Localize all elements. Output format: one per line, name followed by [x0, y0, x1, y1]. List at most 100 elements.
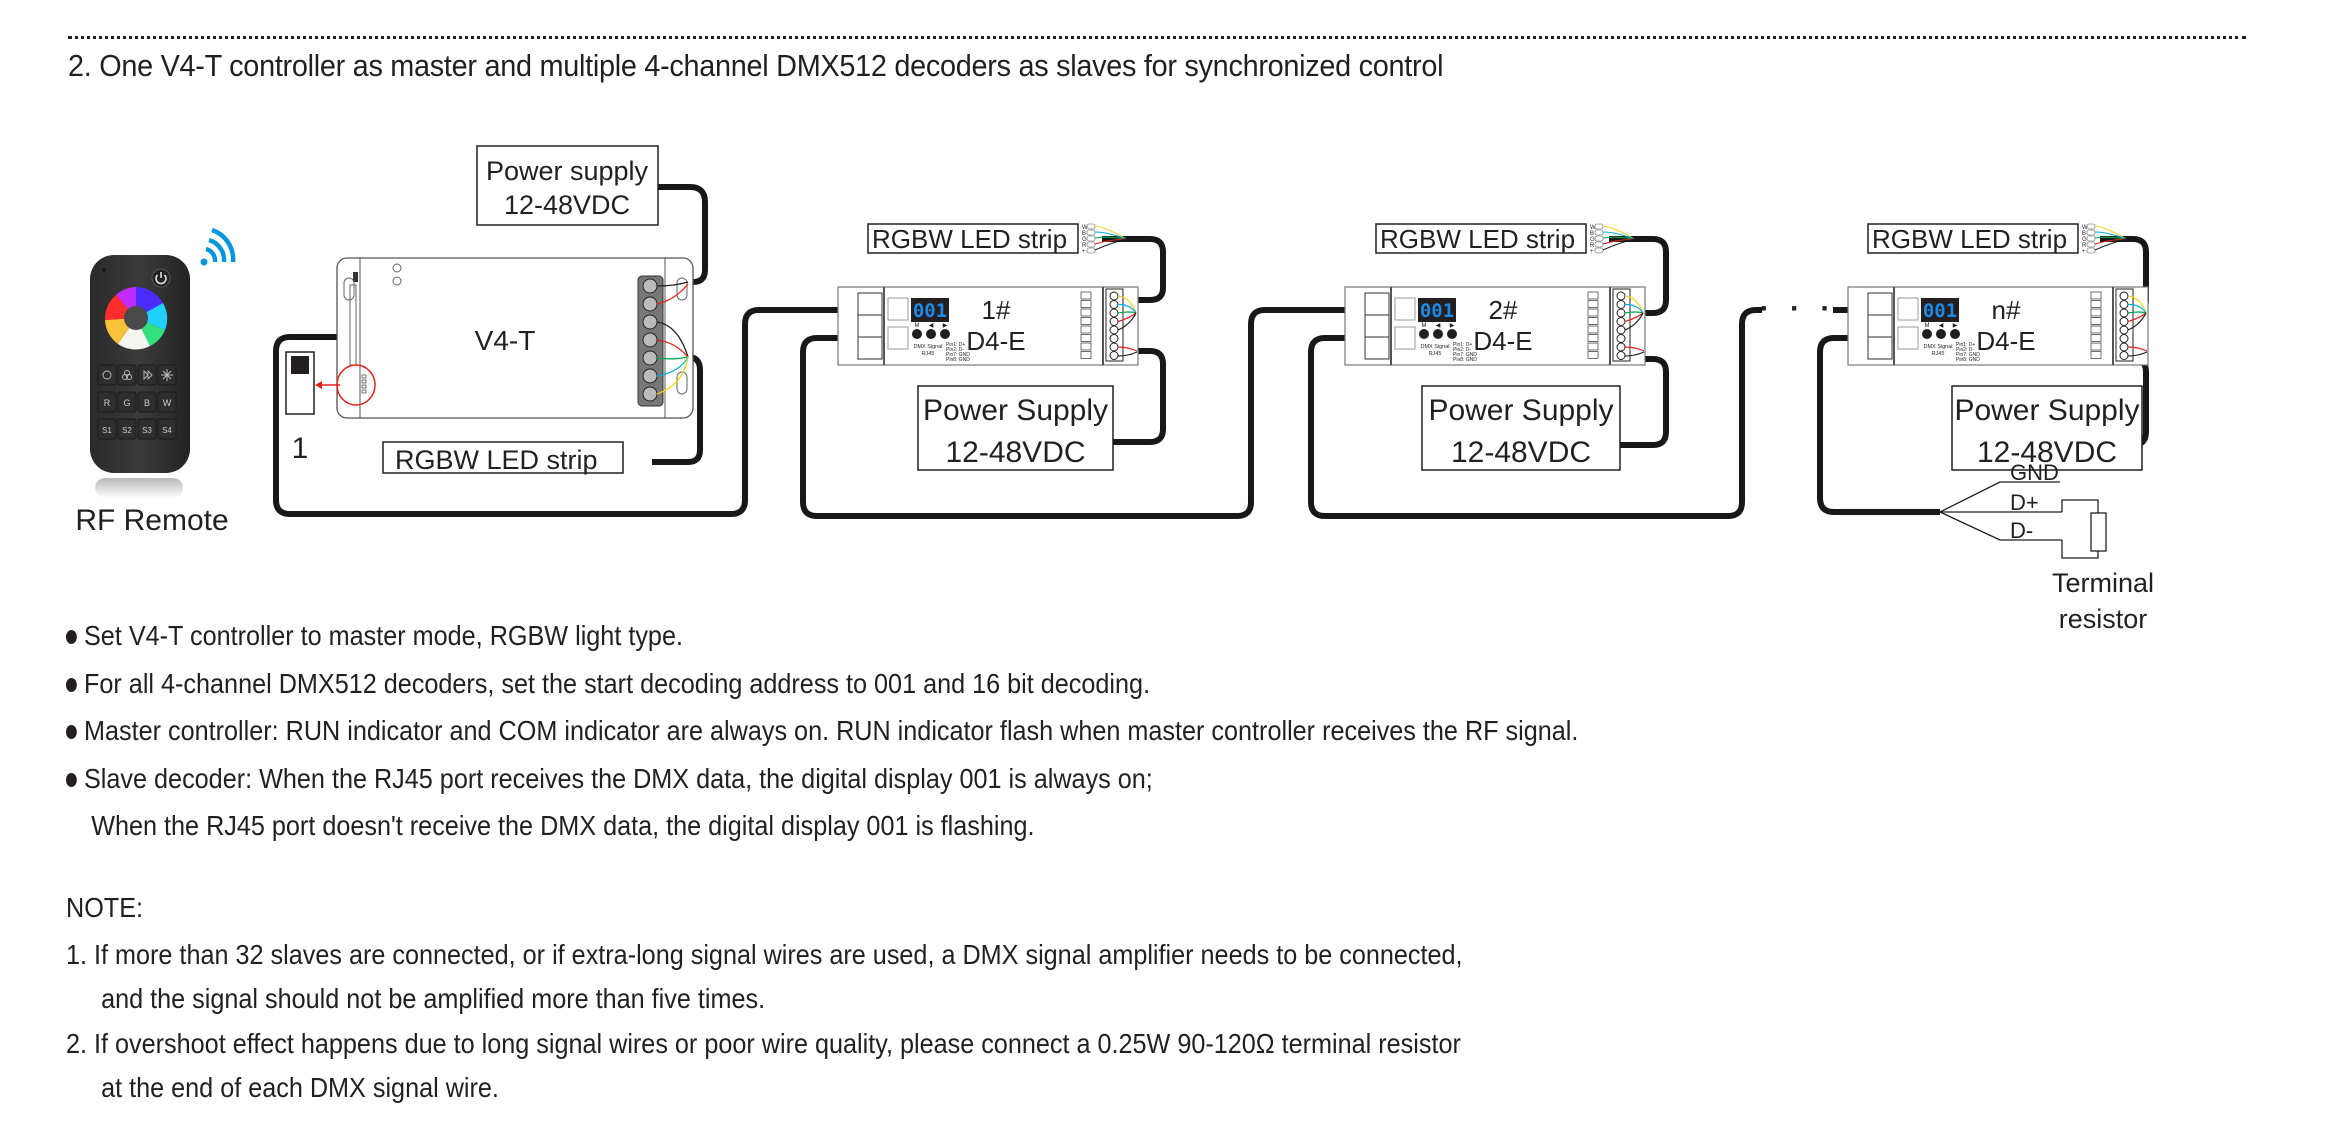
- decoder-button-label: M: [915, 323, 920, 329]
- decoder-power-supply-line1: Power Supply: [1428, 394, 1613, 427]
- rf-remote: R G B W S1 S2 S3 S4 RF Remote: [75, 227, 236, 537]
- decoder-button: [1950, 329, 1960, 339]
- strip-pin-label: G: [2082, 237, 2087, 243]
- master-led-strip: RGBW LED strip: [382, 441, 624, 475]
- v4t-color-wires: [656, 281, 689, 395]
- dmx-signal-label: DMX Signal: [913, 344, 942, 350]
- display-value: 001: [1923, 300, 1957, 322]
- pin-label: Pin8: GND: [1956, 357, 1980, 363]
- remote-led-icon: [102, 268, 106, 272]
- play-speed-icon: [143, 369, 153, 381]
- master-led-strip-label: RGBW LED strip: [395, 445, 598, 475]
- remote-button-g: G: [123, 398, 130, 408]
- bullet-item: Master controller: RUN indicator and COM…: [66, 707, 1578, 755]
- strip-pin-label: G: [1590, 237, 1595, 243]
- strip-pin-label: W: [1590, 225, 1596, 231]
- terminal-resistor-label-line1: Terminal: [2052, 568, 2154, 598]
- display-value: 001: [1420, 300, 1454, 322]
- pin-label: Pin2: D-: [946, 347, 964, 353]
- bullet-icon: [66, 725, 77, 739]
- bullet-continuation: When the RJ45 port doesn't receive the D…: [91, 810, 1035, 841]
- remote-button-s4: S4: [162, 426, 172, 435]
- decoder-button-label: ▶: [943, 323, 948, 329]
- decoder-power-supply-line1: Power Supply: [1954, 394, 2139, 427]
- decoder-button: [912, 329, 922, 339]
- decoder-power-supply-line1: Power Supply: [923, 394, 1108, 427]
- remote-button-r: R: [104, 398, 111, 408]
- terminal-resistor-label-line2: resistor: [2059, 604, 2148, 634]
- remote-button-s2: S2: [122, 426, 132, 435]
- bullet-item: For all 4-channel DMX512 decoders, set t…: [66, 660, 1578, 708]
- strip-pin-label: R: [2082, 243, 2087, 249]
- circle-icon: [102, 370, 112, 380]
- decoder-button-label: M: [1422, 323, 1427, 329]
- v4t-controller: V4-T: [315, 257, 694, 419]
- resistor-icon: [2090, 512, 2107, 552]
- decoder-power-supply-line2: 12-48VDC: [945, 436, 1085, 469]
- decoder-button-label: ◀: [929, 323, 934, 329]
- remote-button-b: B: [144, 398, 150, 408]
- v4t-label: V4-T: [475, 325, 536, 356]
- pin-label: Pin7: GND: [1956, 352, 1980, 358]
- dip-switch-label: 1: [292, 432, 309, 465]
- decoder-id: n#: [1992, 295, 2021, 325]
- decoder-button-label: ◀: [1436, 323, 1441, 329]
- v4t-terminal-block: [637, 275, 664, 407]
- strip-pin-label: B: [1590, 231, 1594, 237]
- decoder-button: [1936, 329, 1946, 339]
- rj45-label: RJ45: [1932, 351, 1945, 357]
- pin-label: Pin1: D+: [1956, 342, 1975, 348]
- cable-d1-power: [1113, 348, 1166, 445]
- cable-dmx-dn-terminal: [1817, 335, 1940, 515]
- decoder-model: D4-E: [966, 326, 1025, 356]
- strip-pin-label: B: [2082, 231, 2086, 237]
- pin-label: Pin8: GND: [1453, 357, 1477, 363]
- note-section: NOTE: 1. If more than 32 slaves are conn…: [66, 886, 1463, 1111]
- remote-button-s1: S1: [102, 426, 112, 435]
- brightness-icon: [161, 369, 173, 381]
- decoder-button: [926, 329, 936, 339]
- decoder-button: [1419, 329, 1429, 339]
- note-item-1-line2: and the signal should not be amplified m…: [101, 983, 766, 1014]
- remote-buttons: R G B W S1 S2 S3 S4: [97, 364, 177, 440]
- decoder-led-strip-label: RGBW LED strip: [1872, 224, 2067, 254]
- pin-label: Pin2: D-: [1956, 347, 1974, 353]
- pin-label: Pin7: GND: [946, 352, 970, 358]
- rj45-port-out: [1394, 326, 1416, 350]
- power-icon: [151, 268, 171, 288]
- decoder-led-strip-label: RGBW LED strip: [872, 224, 1067, 254]
- strip-pin-label: B: [1082, 231, 1086, 237]
- digital-display: [1921, 298, 1959, 322]
- dip-switch: 1: [285, 351, 315, 465]
- terminal-resistor-assembly: [1939, 481, 2107, 559]
- bullet-icon: [66, 677, 77, 692]
- decoder-button-label: ▶: [1450, 323, 1455, 329]
- terminal-gnd-label: GND: [2010, 460, 2059, 485]
- decoder-model: D4-E: [1976, 326, 2035, 356]
- rj45-label: RJ45: [1429, 351, 1442, 357]
- pin-label: Pin7: GND: [1453, 352, 1477, 358]
- strip-pin-label: R: [1082, 243, 1087, 249]
- bullet-icon: [66, 772, 77, 787]
- remote-button-w: W: [163, 398, 172, 408]
- master-power-supply-box: Power supply 12-48VDC: [476, 145, 659, 226]
- strip-pin-label: G: [1082, 237, 1087, 243]
- terminal-dplus-label: D+: [2010, 490, 2039, 515]
- terminal-dminus-label: D-: [2010, 518, 2033, 543]
- decoder-model: D4-E: [1473, 326, 1532, 356]
- decoder-button-label: ▶: [1953, 323, 1958, 329]
- remote-reflection: [95, 478, 183, 498]
- master-power-supply-line1: Power supply: [486, 156, 649, 186]
- decoder-led-strip-label: RGBW LED strip: [1380, 224, 1575, 254]
- remote-button-s3: S3: [142, 426, 152, 435]
- cable-d2-power: [1620, 356, 1669, 448]
- dminus-wire: [1939, 511, 2001, 541]
- decoder-button: [1433, 329, 1443, 339]
- rj45-label: RJ45: [922, 351, 935, 357]
- note-item-1-line1: 1. If more than 32 slaves are connected,…: [66, 938, 1463, 970]
